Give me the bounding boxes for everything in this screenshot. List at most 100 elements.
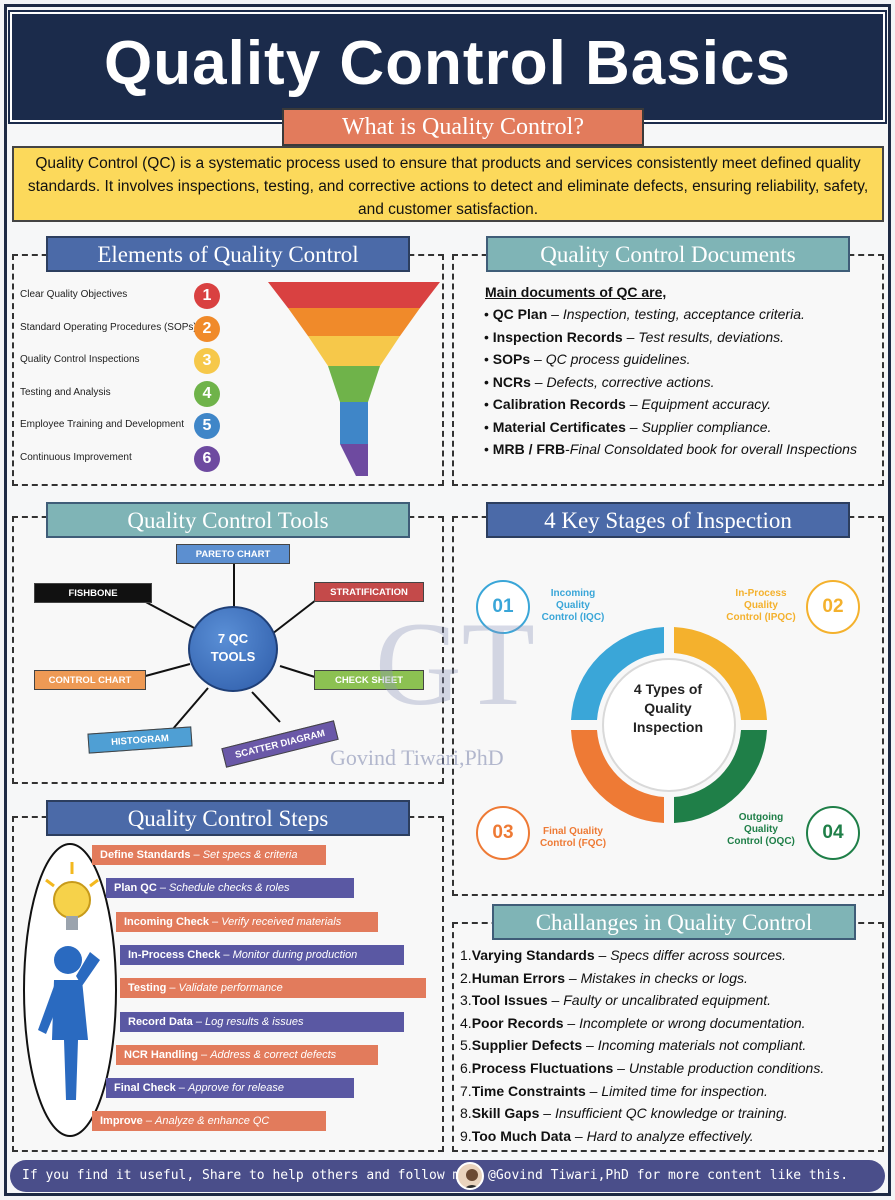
step-name: Testing <box>128 982 167 995</box>
ring-segment-oqc <box>674 730 767 823</box>
funnel-layer-5 <box>340 402 368 444</box>
challenge-number: 3. <box>460 992 472 1009</box>
tools-heading: Quality Control Tools <box>46 502 410 538</box>
challenge-number: 8. <box>460 1105 472 1122</box>
tool-fishbone: FISHBONE <box>34 583 152 603</box>
element-label: Standard Operating Procedures (SOPs) <box>20 321 197 333</box>
document-name: SOPs <box>492 351 531 367</box>
document-item: • MRB / FRB-Final Consoldated book for o… <box>484 441 857 457</box>
challenge-name: Skill Gaps <box>471 1105 540 1122</box>
challenge-item: 9.Too Much Data – Hard to analyze effect… <box>460 1127 754 1144</box>
element-number-badge: 1 <box>194 283 220 309</box>
funnel-layer-6 <box>340 444 368 476</box>
document-name: Calibration Records <box>492 396 626 412</box>
document-desc: Test results, deviations. <box>638 328 785 345</box>
documents-panel <box>452 254 884 486</box>
challenge-number: 6. <box>460 1060 472 1076</box>
elements-heading: Elements of Quality Control <box>46 236 410 272</box>
challenges-panel <box>452 922 884 1152</box>
ring-center-label: 4 Types of Quality Inspection <box>603 680 733 760</box>
element-number-badge: 5 <box>194 413 220 439</box>
stage-label-line: Quality <box>744 824 778 835</box>
step-name: NCR Handling <box>124 1048 198 1061</box>
document-desc: Supplier compliance. <box>641 418 772 435</box>
element-number-badge: 2 <box>194 315 220 342</box>
challenge-item: 8.Skill Gaps – Insufficient QC knowledge… <box>460 1105 788 1122</box>
challenges-heading: Challanges in Quality Control <box>492 904 856 940</box>
stages-heading: 4 Key Stages of Inspection <box>486 502 850 538</box>
qc-step-bar: Define Standards – Set specs & criteria <box>92 845 326 865</box>
what-is-qc-label: What is Quality Control? <box>282 108 644 146</box>
stage-label-line: Final Quality <box>542 826 603 837</box>
documents-subheading: Main documents of QC are, <box>485 284 667 300</box>
document-name: QC Plan <box>492 306 548 322</box>
challenge-item: 2.Human Errors – Mistakes in checks or l… <box>460 969 748 986</box>
challenge-desc: Hard to analyze effectively. <box>586 1127 754 1144</box>
challenge-item: 3.Tool Issues – Faulty or uncalibrated e… <box>460 992 772 1009</box>
document-item: • QC Plan – Inspection, testing, accepta… <box>484 306 805 322</box>
challenge-name: Human Errors <box>471 969 566 986</box>
challenge-name: Poor Records <box>471 1014 564 1031</box>
step-name: Final Check <box>114 1082 176 1095</box>
step-desc: Verify received materials <box>221 915 342 928</box>
element-number-badge: 6 <box>194 445 220 472</box>
challenge-desc: Mistakes in checks or logs. <box>580 969 748 986</box>
stage-label-line: Quality <box>744 600 778 611</box>
steps-heading: Quality Control Steps <box>46 800 410 836</box>
step-desc: Analyze & enhance QC <box>155 1115 270 1128</box>
step-desc: Monitor during production <box>232 948 358 961</box>
document-item: • Calibration Records – Equipment accura… <box>484 396 772 412</box>
stage-number-badge: 04 <box>806 806 860 860</box>
hub-line-2: TOOLS <box>210 649 256 664</box>
ring-segment-ipqc <box>674 627 767 720</box>
element-label: Clear Quality Objectives <box>20 289 128 300</box>
step-name: Plan QC <box>114 882 157 895</box>
quality-funnel <box>268 282 440 476</box>
qc-step-bar: Improve – Analyze & enhance QC <box>92 1111 326 1132</box>
challenge-item: 7.Time Constraints – Limited time for in… <box>460 1082 768 1099</box>
stage-number-badge: 01 <box>476 580 530 634</box>
step-desc: Validate performance <box>178 982 283 995</box>
step-desc: Schedule checks & roles <box>169 882 290 895</box>
title-banner: Quality Control Basics <box>8 10 887 124</box>
qc-step-bar: Record Data – Log results & issues <box>120 1011 404 1032</box>
challenge-desc: Incomplete or wrong documentation. <box>579 1014 806 1031</box>
qc-step-bar: NCR Handling – Address & correct defects <box>116 1044 378 1065</box>
qc-step-bar: Incoming Check – Verify received materia… <box>116 911 378 932</box>
element-number-badge: 3 <box>194 348 220 374</box>
stage-label-line: Outgoing <box>738 812 784 823</box>
footer-left-text: If you find it useful, Share to help oth… <box>22 1168 469 1183</box>
watermark-logo: GT <box>375 597 535 730</box>
stage-label-line: Quality <box>556 600 590 611</box>
element-number-badge: 4 <box>194 380 220 407</box>
qc-step-bar: Plan QC – Schedule checks & roles <box>106 878 354 899</box>
qc-tools-hub: 7 QC TOOLS <box>188 606 278 692</box>
document-name: NCRs <box>492 373 531 390</box>
challenge-item: 6.Process Fluctuations – Unstable produc… <box>460 1060 825 1076</box>
challenge-item: 5.Supplier Defects – Incoming materials … <box>460 1037 807 1054</box>
qc-step-bar: Testing – Validate performance <box>120 978 426 999</box>
challenge-number: 4. <box>460 1014 472 1031</box>
stage-label-line: In-Process <box>735 588 787 599</box>
challenge-name: Too Much Data <box>471 1127 571 1144</box>
tool-stratification: STRATIFICATION <box>314 582 424 602</box>
challenge-item: 4.Poor Records – Incomplete or wrong doc… <box>460 1014 806 1031</box>
step-name: Improve <box>100 1115 143 1128</box>
challenge-name: Varying Standards <box>471 947 595 963</box>
challenge-number: 2. <box>460 969 472 986</box>
document-item: • Inspection Records – Test results, dev… <box>484 328 785 345</box>
funnel-layer-2 <box>288 308 420 336</box>
stage-number-badge: 03 <box>476 806 530 860</box>
step-desc: Set specs & criteria <box>202 849 298 861</box>
challenge-desc: Faulty or uncalibrated equipment. <box>563 992 772 1009</box>
funnel-layer-3 <box>308 336 400 366</box>
document-desc: Defects, corrective actions. <box>546 373 715 390</box>
document-desc: QC process guidelines. <box>545 351 691 367</box>
document-desc: Inspection, testing, acceptance criteria… <box>562 306 805 322</box>
step-desc: Address & correct defects <box>210 1048 337 1061</box>
tool-pareto-chart: PARETO CHART <box>176 544 290 564</box>
challenge-name: Tool Issues <box>471 992 548 1009</box>
funnel-layer-1 <box>268 282 440 308</box>
element-label: Employee Training and Development <box>20 419 184 430</box>
